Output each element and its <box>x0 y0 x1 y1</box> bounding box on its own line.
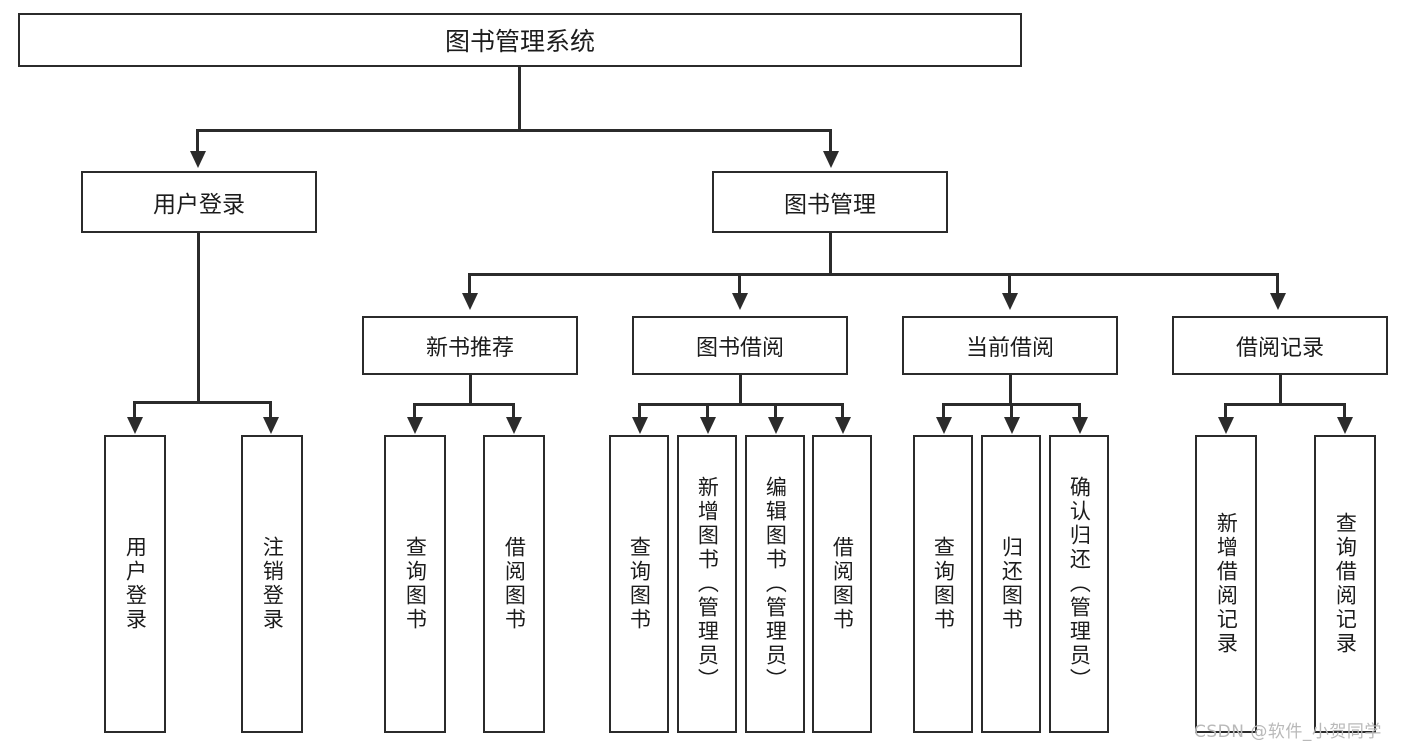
connector-book-management-bus <box>468 273 1278 276</box>
leaf-label: 查询图书 <box>627 536 652 632</box>
node-book-management[interactable]: 图书管理 <box>712 171 948 233</box>
arrowhead-root-to-book-management <box>823 151 839 168</box>
connector-br-c1 <box>1224 403 1227 417</box>
leaf-label: 新增图书（管理员） <box>695 476 720 692</box>
connector-borrow-record-bus <box>1224 403 1346 406</box>
connector-borrow-record-stem <box>1279 375 1282 403</box>
leaf-user-login-signin[interactable]: 用户登录 <box>104 435 166 733</box>
leaf-label: 查询图书 <box>931 536 956 632</box>
csdn-watermark: CSDN @软件_小贺同学 <box>1194 722 1382 742</box>
leaf-book-borrow-edit[interactable]: 编辑图书（管理员） <box>745 435 805 733</box>
connector-cb-c3 <box>1078 403 1081 417</box>
connector-user-login-bus <box>133 401 272 404</box>
connector-br-c2 <box>1343 403 1346 417</box>
arrowhead-cb-leaf-1 <box>936 417 952 434</box>
connector-new-book-bus <box>413 403 515 406</box>
node-label: 用户登录 <box>153 192 245 218</box>
arrowhead-user-login-leaf-1 <box>127 417 143 434</box>
connector-book-borrow-stem <box>739 375 742 403</box>
leaf-new-book-query[interactable]: 查询图书 <box>384 435 446 733</box>
leaf-borrow-record-add[interactable]: 新增借阅记录 <box>1195 435 1257 733</box>
leaf-label: 编辑图书（管理员） <box>763 476 788 692</box>
node-label: 图书管理 <box>784 192 876 218</box>
connector-new-book-stem <box>469 375 472 403</box>
connector-user-login-stem <box>197 233 200 401</box>
node-label: 当前借阅 <box>965 335 1054 361</box>
arrowhead-cb-leaf-3 <box>1072 417 1088 434</box>
arrowhead-new-book-leaf-2 <box>506 417 522 434</box>
node-new-book-recommend[interactable]: 新书推荐 <box>362 316 578 375</box>
connector-bb-c3 <box>774 403 777 417</box>
node-current-borrow[interactable]: 当前借阅 <box>902 316 1118 375</box>
node-label: 图书管理系统 <box>444 27 595 56</box>
node-label: 借阅记录 <box>1235 335 1324 361</box>
connector-current-borrow-stem <box>1009 375 1012 403</box>
connector-root-to-book-management <box>829 129 832 151</box>
arrowhead-new-book-leaf-1 <box>407 417 423 434</box>
leaf-label: 确认归还（管理员） <box>1067 476 1092 692</box>
arrowhead-bb-leaf-2 <box>700 417 716 434</box>
connector-bm-to-new-book <box>468 273 471 293</box>
leaf-label: 归还图书 <box>999 536 1024 632</box>
leaf-borrow-record-query[interactable]: 查询借阅记录 <box>1314 435 1376 733</box>
connector-book-borrow-bus <box>638 403 843 406</box>
arrowhead-br-leaf-1 <box>1218 417 1234 434</box>
leaf-book-borrow-add[interactable]: 新增图书（管理员） <box>677 435 737 733</box>
connector-book-management-stem <box>829 233 832 273</box>
connector-root-stem <box>518 67 521 129</box>
connector-user-login-right <box>269 401 272 417</box>
arrowhead-cb-leaf-2 <box>1004 417 1020 434</box>
leaf-new-book-borrow[interactable]: 借阅图书 <box>483 435 545 733</box>
arrowhead-bm-to-new-book <box>462 293 478 310</box>
leaf-label: 借阅图书 <box>830 536 855 632</box>
connector-bm-to-borrow-record <box>1276 273 1279 293</box>
leaf-user-login-signout[interactable]: 注销登录 <box>241 435 303 733</box>
node-borrow-record[interactable]: 借阅记录 <box>1172 316 1388 375</box>
connector-cb-c1 <box>942 403 945 417</box>
leaf-book-borrow-lend[interactable]: 借阅图书 <box>812 435 872 733</box>
connector-bb-c1 <box>638 403 641 417</box>
leaf-label: 借阅图书 <box>502 536 527 632</box>
arrowhead-root-to-user-login <box>190 151 206 168</box>
node-label: 图书借阅 <box>695 335 784 361</box>
node-label: 新书推荐 <box>425 335 514 361</box>
leaf-label: 新增借阅记录 <box>1214 512 1239 656</box>
arrowhead-bm-to-current-borrow <box>1002 293 1018 310</box>
connector-bb-c4 <box>841 403 844 417</box>
connector-bm-to-book-borrow <box>738 273 741 293</box>
arrowhead-bb-leaf-4 <box>835 417 851 434</box>
connector-bm-to-current-borrow <box>1008 273 1011 293</box>
leaf-current-borrow-query[interactable]: 查询图书 <box>913 435 973 733</box>
arrowhead-bb-leaf-1 <box>632 417 648 434</box>
leaf-label: 查询图书 <box>403 536 428 632</box>
connector-root-to-user-login <box>196 129 199 151</box>
node-book-borrow[interactable]: 图书借阅 <box>632 316 848 375</box>
arrowhead-bm-to-book-borrow <box>732 293 748 310</box>
node-root-book-management-system[interactable]: 图书管理系统 <box>18 13 1022 67</box>
node-user-login[interactable]: 用户登录 <box>81 171 317 233</box>
leaf-label: 查询借阅记录 <box>1333 512 1358 656</box>
connector-root-bus <box>196 129 832 132</box>
leaf-label: 用户登录 <box>123 536 148 632</box>
leaf-current-borrow-confirm-return[interactable]: 确认归还（管理员） <box>1049 435 1109 733</box>
connector-new-book-c1 <box>413 403 416 417</box>
leaf-current-borrow-return[interactable]: 归还图书 <box>981 435 1041 733</box>
arrowhead-bm-to-borrow-record <box>1270 293 1286 310</box>
arrowhead-user-login-leaf-2 <box>263 417 279 434</box>
leaf-book-borrow-query[interactable]: 查询图书 <box>609 435 669 733</box>
connector-user-login-left <box>133 401 136 417</box>
arrowhead-bb-leaf-3 <box>768 417 784 434</box>
arrowhead-br-leaf-2 <box>1337 417 1353 434</box>
connector-new-book-c2 <box>512 403 515 417</box>
connector-bb-c2 <box>706 403 709 417</box>
connector-cb-c2 <box>1010 403 1013 417</box>
leaf-label: 注销登录 <box>260 536 285 632</box>
